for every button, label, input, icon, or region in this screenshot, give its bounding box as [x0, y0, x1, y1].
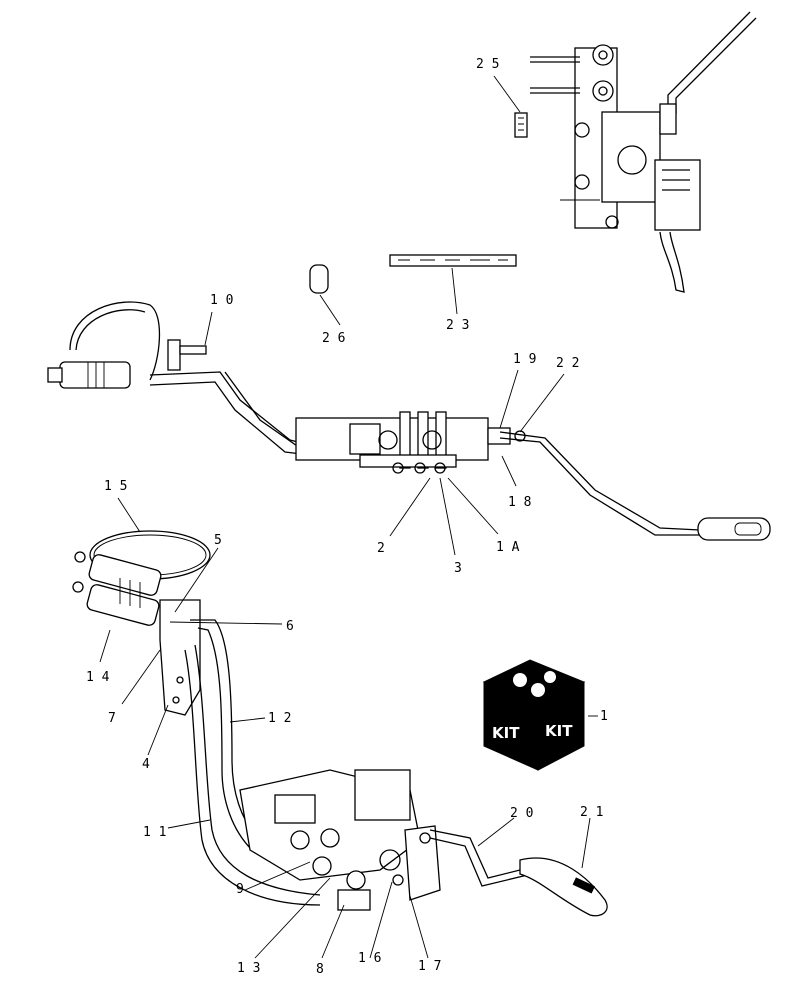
callout-9: 9: [236, 882, 244, 897]
kit-label-left: KIT: [492, 724, 520, 742]
callout-16: 1 6: [358, 951, 381, 966]
callout-2: 2: [377, 541, 385, 556]
callout-22: 2 2: [556, 356, 579, 371]
part-23-decal: [389, 254, 517, 267]
callout-labels: 2 5 2 6 2 3 1 0 1 9 2 2 1 8 2 3 1 A 1 5 …: [86, 57, 608, 977]
callout-5: 5: [214, 533, 222, 548]
callout-1: 1: [600, 709, 608, 724]
lower-valve-assembly: [72, 530, 608, 917]
callout-19: 1 9: [513, 352, 536, 367]
part-26-plug: [309, 264, 329, 294]
kit-box: KIT KIT: [482, 659, 586, 771]
callout-15: 1 5: [104, 479, 127, 494]
callout-12: 1 2: [268, 711, 291, 726]
callout-20: 2 0: [510, 806, 533, 821]
callout-6: 6: [286, 619, 294, 634]
callout-14: 1 4: [86, 670, 110, 685]
callout-10: 1 0: [210, 293, 233, 308]
callout-8: 8: [316, 962, 324, 977]
callout-3: 3: [454, 561, 462, 576]
callout-21: 2 1: [580, 805, 603, 820]
callout-11: 1 1: [143, 825, 166, 840]
callout-4: 4: [142, 757, 150, 772]
callout-23: 2 3: [446, 318, 469, 333]
callout-26: 2 6: [322, 331, 345, 346]
kit-label-right: KIT: [545, 722, 573, 740]
mid-valve-assembly: [47, 301, 771, 541]
leader-lines: [99, 75, 598, 959]
callout-17: 1 7: [418, 959, 441, 974]
callout-1A: 1 A: [496, 540, 520, 555]
callout-13: 1 3: [237, 961, 260, 976]
part-25-clip: [514, 112, 528, 138]
callout-7: 7: [108, 711, 116, 726]
callout-18: 1 8: [508, 495, 531, 510]
coupler-upper: [74, 551, 162, 596]
mount-assembly-top: [530, 11, 757, 293]
callout-25: 2 5: [476, 57, 499, 72]
coupler-lower: [72, 581, 160, 626]
